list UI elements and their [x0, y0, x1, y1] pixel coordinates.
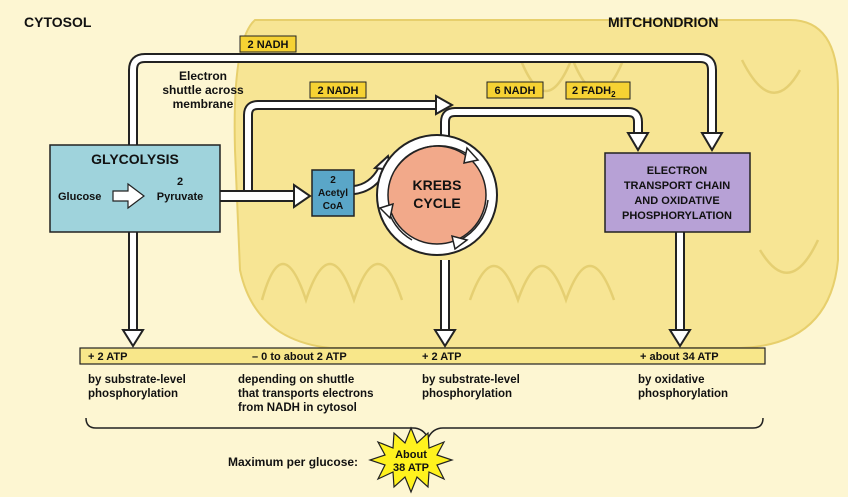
atp-yield-shuttle: – 0 to about 2 ATP: [252, 351, 347, 363]
svg-text:phosphorylation: phosphorylation: [88, 388, 178, 400]
glycolysis-title: GLYCOLYSIS: [91, 151, 179, 167]
svg-text:phosphorylation: phosphorylation: [422, 388, 512, 400]
svg-text:depending on shuttle: depending on shuttle: [238, 374, 354, 386]
svg-text:by substrate-level: by substrate-level: [422, 374, 520, 386]
krebs-cycle: KREBS CYCLE: [376, 134, 498, 256]
electron-shuttle-label: Electron shuttle across membrane: [162, 69, 244, 111]
mitochondrion-label: MITCHONDRION: [608, 14, 718, 30]
svg-text:2 FADH2: 2 FADH2: [572, 85, 616, 99]
svg-text:CYCLE: CYCLE: [413, 195, 460, 211]
atp-yield-bar: [79, 347, 766, 365]
svg-text:by substrate-level: by substrate-level: [88, 374, 186, 386]
svg-text:6 NADH: 6 NADH: [495, 85, 536, 97]
svg-text:Acetyl: Acetyl: [318, 188, 348, 199]
svg-text:shuttle across: shuttle across: [162, 83, 244, 97]
svg-text:About: About: [395, 449, 427, 461]
svg-text:phosphorylation: phosphorylation: [638, 388, 728, 400]
pyruvate-label: Pyruvate: [157, 191, 203, 203]
max-per-glucose-label: Maximum per glucose:: [228, 455, 358, 469]
nadh-badge-glycolysis: 2 NADH: [309, 81, 367, 99]
svg-text:PHOSPHORYLATION: PHOSPHORYLATION: [622, 210, 732, 222]
etc-box: ELECTRON TRANSPORT CHAIN AND OXIDATIVE P…: [604, 152, 751, 233]
nadh-badge-shuttle: 2 NADH: [239, 35, 297, 53]
atp-note-glycolysis: by substrate-level phosphorylation: [88, 374, 186, 400]
glycolysis-box: GLYCOLYSIS Glucose 2 Pyruvate: [49, 144, 221, 233]
fadh2-badge: 2 FADH2: [565, 81, 631, 100]
atp-note-oxidative: by oxidative phosphorylation: [638, 374, 728, 400]
atp-total-burst: About 38 ATP: [368, 426, 454, 494]
svg-text:ELECTRON: ELECTRON: [647, 165, 708, 177]
svg-text:AND OXIDATIVE: AND OXIDATIVE: [634, 195, 719, 207]
krebs-label: KREBS: [412, 177, 461, 193]
acetyl-coa-box: 2 Acetyl CoA: [311, 169, 355, 217]
svg-text:38 ATP: 38 ATP: [393, 462, 429, 474]
svg-text:that transports electrons: that transports electrons: [238, 388, 373, 400]
svg-text:from NADH in cytosol: from NADH in cytosol: [238, 402, 357, 414]
svg-text:2 NADH: 2 NADH: [318, 85, 359, 97]
svg-text:by oxidative: by oxidative: [638, 374, 704, 386]
atp-yield-krebs: + 2 ATP: [422, 351, 461, 363]
svg-text:2: 2: [177, 176, 183, 188]
nadh-badge-krebs: 6 NADH: [486, 81, 544, 99]
glucose-label: Glucose: [58, 191, 101, 203]
svg-text:CoA: CoA: [323, 201, 344, 212]
glucose-to-pyruvate-arrow: [112, 182, 145, 210]
atp-yield-oxidative: + about 34 ATP: [640, 351, 719, 363]
summary-brace: [85, 417, 764, 440]
svg-text:TRANSPORT CHAIN: TRANSPORT CHAIN: [624, 180, 730, 192]
svg-text:2 NADH: 2 NADH: [248, 39, 289, 51]
svg-text:Electron: Electron: [179, 69, 227, 83]
svg-text:2: 2: [330, 175, 336, 186]
atp-note-shuttle: depending on shuttle that transports ele…: [238, 374, 373, 414]
atp-yield-glycolysis: + 2 ATP: [88, 351, 127, 363]
cytosol-label: CYTOSOL: [24, 14, 92, 30]
atp-note-krebs: by substrate-level phosphorylation: [422, 374, 520, 400]
svg-text:membrane: membrane: [173, 97, 234, 111]
